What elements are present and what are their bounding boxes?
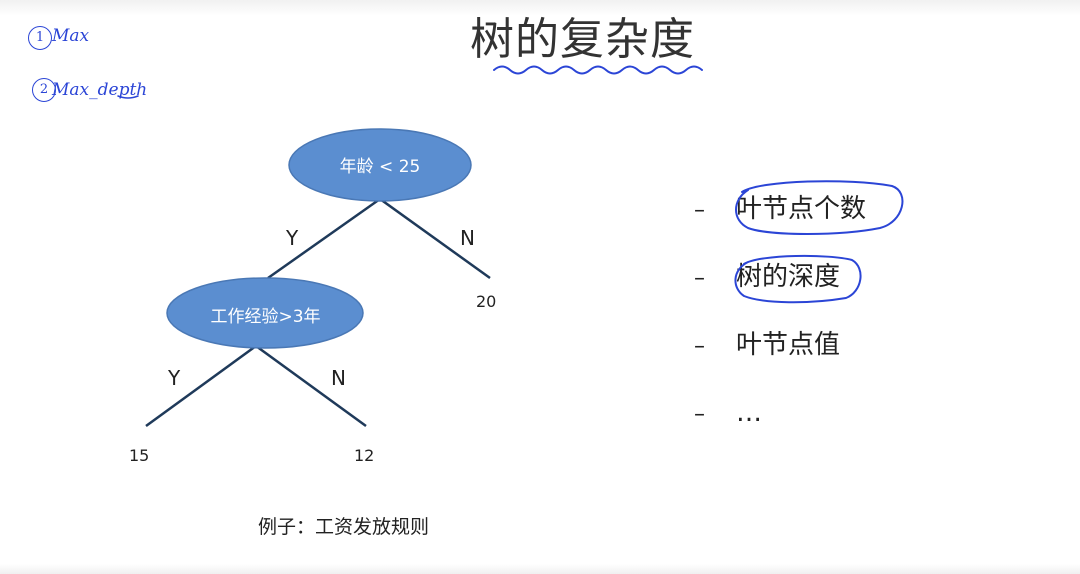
leaf-value-child-yes: 15: [129, 446, 150, 465]
note-text-1: Max: [52, 26, 90, 46]
edge-child-yes: [145, 344, 257, 428]
bullet-text: …: [736, 398, 762, 428]
note-text-2: Max_depth: [52, 80, 148, 100]
edge-label-child-no: N: [331, 366, 346, 390]
child-node-label: 工作经验>3年: [210, 307, 321, 327]
child-node: [166, 277, 364, 349]
edge-child-no: [255, 344, 367, 428]
bullet-dash: –: [694, 266, 705, 291]
top-bar: [0, 0, 1080, 16]
slide-title: 树的复杂度: [470, 14, 695, 65]
bullet-text: 叶节点个数: [736, 194, 867, 224]
bullet-text: 叶节点值: [736, 330, 841, 360]
bottom-bar: [0, 564, 1080, 574]
list-item: – 叶节点个数: [694, 188, 866, 256]
leaf-value-root-no: 20: [476, 292, 497, 311]
complexity-measures-list: –叶节点个数 –树的深度 –叶节点值 –…: [694, 188, 866, 460]
diagram-caption: 例子：工资发放规则: [258, 516, 430, 538]
edge-root-no: [379, 197, 491, 280]
list-item: – 树的深度: [694, 256, 866, 324]
bullet-dash: –: [694, 334, 705, 359]
edge-label-root-no: N: [460, 226, 475, 250]
note-marker-2: 2: [32, 78, 56, 102]
edge-label-root-yes: Y: [286, 226, 299, 250]
bullet-dash: –: [694, 198, 705, 223]
root-node: [288, 128, 472, 202]
bullet-text: 树的深度: [736, 262, 841, 292]
list-item: –…: [694, 392, 866, 460]
note-marker-1: 1: [28, 26, 52, 50]
edge-label-child-yes: Y: [168, 366, 181, 390]
list-item: – 叶节点值: [694, 324, 866, 392]
bullet-dash: –: [694, 402, 705, 427]
edge-root-yes: [267, 197, 381, 280]
root-node-label: 年龄 < 25: [339, 157, 421, 177]
leaf-value-child-no: 12: [354, 446, 375, 465]
